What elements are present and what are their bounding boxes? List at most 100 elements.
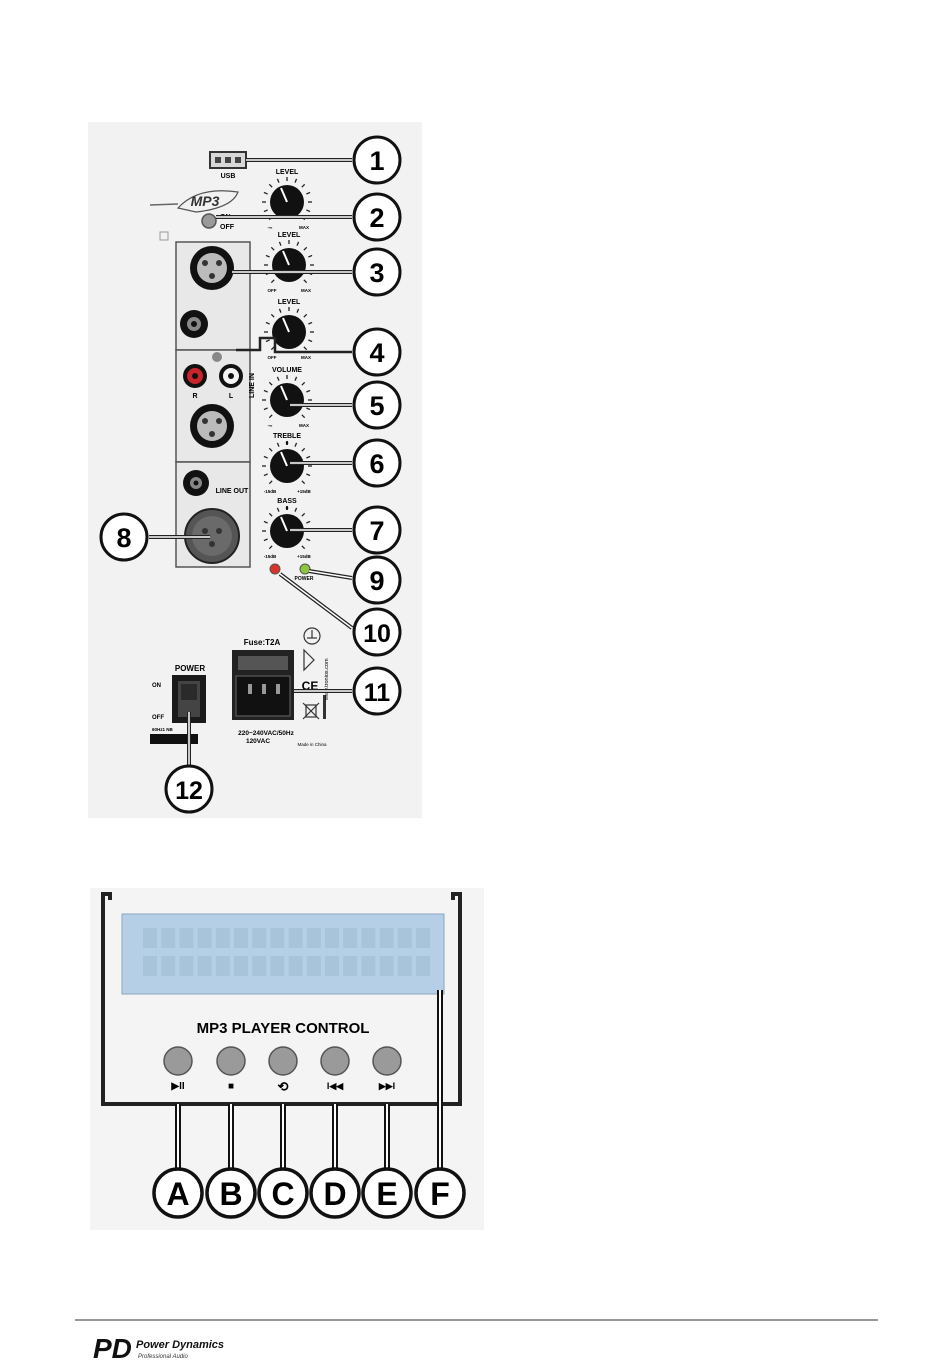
mp3-level-knob[interactable]: LEVEL-∞MAX [262,169,312,230]
lcd-cell [161,956,176,976]
brand-name: Power Dynamics [136,1339,224,1351]
callout-A: A [152,1167,204,1219]
lcd-cell [234,928,248,948]
rca-right-input[interactable]: R [183,364,207,400]
previous-button[interactable]: I◀◀ [320,1046,350,1091]
screw [212,352,222,362]
callout-1: 1 [352,135,402,185]
knob-max-label: MAX [299,225,309,230]
lcd-cell [361,928,376,948]
lcd-cell [288,956,303,976]
weee-bin-icon [302,702,320,720]
svg-text:R: R [192,393,197,400]
lcd-cell [379,956,394,976]
callout-B: B [205,1167,257,1219]
ground-icon [303,627,321,645]
lcd-cell [179,956,194,976]
lcd-cell [306,956,321,976]
lcd-cell [325,956,339,976]
callout-9: 9 [352,555,402,605]
lcd-cell [179,928,194,948]
warning-icon [303,648,315,672]
lcd-cell [270,928,285,948]
knob-max-label: MAX [301,288,311,293]
svg-text:3: 3 [369,258,384,288]
knob-max-label: MAX [301,355,311,360]
line-out-jack[interactable] [183,470,209,496]
stop-icon: ■ [228,1081,234,1092]
callout-5: 5 [352,380,402,430]
rca-left-input[interactable]: L [219,364,243,400]
callout-6: 6 [352,438,402,488]
jack-input-1[interactable] [180,310,208,338]
lcd-cell [234,956,248,976]
svg-text:8: 8 [116,523,131,553]
knob-label: TREBLE [273,433,301,440]
lcd-cell [343,928,358,948]
callout-C: C [257,1167,309,1219]
callout-2: 2 [352,192,402,242]
svg-text:E: E [376,1176,397,1212]
callout-F: F [414,1167,466,1219]
knob-center-label: 0 [286,441,289,447]
made-in-label: Made in China [297,742,327,747]
next-button[interactable]: ▶▶I [372,1046,402,1091]
mp3-on-off-switch[interactable]: ON OFF [201,213,235,231]
line-out-xlr[interactable] [184,508,240,564]
lcd-cell [325,928,339,948]
lcd-cell [161,928,176,948]
lcd-cell [215,956,230,976]
previous-icon: I◀◀ [327,1081,344,1091]
svg-text:L: L [229,393,234,400]
master-volume-knob[interactable]: VOLUME -∞ MAX [262,367,312,428]
lcd-cell [252,928,267,948]
knob-min-label: OFF [268,288,277,293]
knob-min-label: -∞ [268,423,273,428]
callout-7: 7 [352,505,402,555]
knob-max-label: MAX [299,423,309,428]
lcd-cell [143,956,157,976]
knob-center-label: 0 [286,506,289,512]
lcd-cell [197,956,212,976]
lcd-cell [197,928,212,948]
svg-text:C: C [271,1176,294,1212]
line-out-label: LINE OUT [216,488,249,495]
knob-label: VOLUME [272,367,302,374]
power-switch-model: 60Hz1 NB [152,727,174,732]
knob-min-label: -15dB [264,554,277,559]
callout-E: E [361,1167,413,1219]
svg-text:F: F [430,1176,450,1212]
xlr-input-1[interactable] [190,246,234,290]
fuse-label: Fuse:T2A [244,638,281,647]
svg-text:9: 9 [369,566,384,596]
knob-label: BASS [277,498,297,505]
mp3-logo: MP3 [149,190,239,213]
lcd-cell [252,956,267,976]
repeat-button[interactable]: ⟲ [268,1046,298,1094]
knob-min-label: -∞ [268,225,273,230]
lcd-cell [397,928,412,948]
callout-11: 11 [352,666,402,716]
power-led: POWER [295,563,314,582]
clip-led [269,563,281,575]
stop-button[interactable]: ■ [216,1046,246,1092]
lcd-cell [270,956,285,976]
lcd-display [121,913,445,995]
usb-label: USB [221,173,236,180]
svg-text:ON: ON [152,683,161,689]
knob-max-label: +15dB [297,489,311,494]
lcd-cell [143,928,157,948]
brand-logo: PD Power Dynamics Professional Audio [93,1333,224,1364]
lcd-cell [416,928,430,948]
xlr-input-2[interactable] [190,404,234,448]
lcd-cell [343,956,358,976]
lcd-cell [397,956,412,976]
play-pause-button[interactable]: ▶II [163,1046,193,1092]
lcd-cell [361,956,376,976]
svg-text:11: 11 [364,679,391,707]
callout-4: 4 [352,327,402,377]
